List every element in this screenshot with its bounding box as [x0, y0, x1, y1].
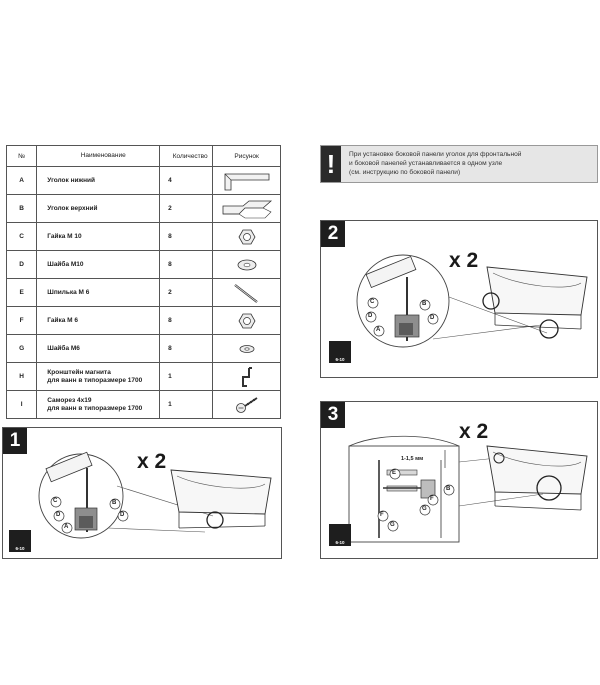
callout-b: B: [422, 301, 427, 307]
part-name-detail: для ванн в типоразмере 1700: [47, 376, 143, 384]
table-row: I Саморез 4х19 для ванн в типоразмере 17…: [5, 390, 281, 419]
step-1-number: 1: [3, 428, 27, 454]
bottom-corner-bracket-icon: [224, 173, 270, 190]
callout-f: F: [430, 496, 434, 502]
part-id: A: [5, 166, 38, 195]
part-name: Саморез 4х19: [47, 396, 92, 404]
table-row: D Шайба М10 8: [5, 250, 281, 279]
table-row: H Кронштейн магнита для ванн в типоразме…: [5, 362, 281, 391]
part-id: E: [5, 278, 38, 307]
header-picture: Рисунок: [212, 145, 281, 167]
table-row: E Шпилька М 6 2: [5, 278, 281, 307]
table-row: F Гайка М 6 8: [5, 306, 281, 335]
warning-box: ! При установке боковой панели уголок дл…: [320, 145, 598, 183]
step-3-number: 3: [321, 402, 345, 428]
callout-c: C: [53, 498, 58, 504]
part-name: Шпилька М 6: [36, 278, 161, 307]
wrench-icon: 6-10: [329, 341, 351, 363]
hex-nut-icon: [238, 313, 256, 328]
table-row: A Уголок нижний 4: [5, 166, 281, 195]
callout-d: D: [120, 512, 125, 518]
step-1-illustration: [38, 451, 272, 539]
part-name-detail: для ванн в типоразмере 1700: [47, 404, 143, 412]
threaded-rod-icon: [233, 283, 258, 303]
part-qty: 8: [159, 334, 214, 363]
wrench-size-label: 6-10: [335, 540, 345, 545]
step-2-illustration: [356, 254, 588, 348]
wrench-icon: 6-10: [9, 530, 31, 552]
header-number: №: [5, 145, 38, 167]
hex-nut-icon: [238, 229, 256, 244]
warning-icon: !: [321, 146, 341, 182]
washer-icon: [237, 259, 257, 270]
step-3-multiplier: x 2: [459, 420, 489, 443]
callout-d: D: [56, 512, 61, 518]
part-id: G: [5, 334, 38, 363]
callout-c: C: [370, 299, 375, 305]
step-3-panel: 3 x 2 1-1,5 мм 6-10 E B F G G F: [320, 401, 598, 559]
magnet-bracket-icon: [241, 366, 252, 387]
part-qty: 8: [159, 306, 214, 335]
callout-b: B: [112, 500, 117, 506]
callout-d: D: [368, 313, 373, 319]
part-qty: 8: [159, 222, 214, 251]
part-name: Уголок нижний: [36, 166, 161, 195]
callout-b: B: [446, 486, 451, 492]
part-id: H: [5, 362, 38, 391]
step-2-panel: 2 x 2 6-10 C D A B D: [320, 220, 598, 378]
part-name: Гайка М 10: [36, 222, 161, 251]
part-id: D: [5, 250, 38, 279]
step-3-illustration: [348, 435, 588, 543]
header-name: Наименование: [36, 145, 161, 167]
part-qty: 2: [159, 278, 214, 307]
warning-text: При установке боковой панели уголок для …: [349, 151, 522, 176]
table-row: G Шайба М6 8: [5, 334, 281, 363]
callout-d: D: [430, 315, 435, 321]
wrench-icon: 6-10: [329, 524, 351, 546]
wrench-size-label: 6-10: [15, 546, 25, 551]
self-tapping-screw-icon: [235, 396, 258, 413]
wrench-size-label: 6-10: [335, 357, 345, 362]
part-name: Уголок верхний: [36, 194, 161, 223]
part-qty: 1: [159, 362, 214, 391]
gap-dimension-label: 1-1,5 мм: [401, 456, 424, 462]
table-row: C Гайка М 10 8: [5, 222, 281, 251]
parts-table: № Наименование Количество Рисунок A Угол…: [5, 145, 281, 419]
part-qty: 4: [159, 166, 214, 195]
step-1-panel: 1 x 2 6-10 C D A B D: [2, 427, 282, 559]
part-name: Шайба М10: [36, 250, 161, 279]
part-id: I: [5, 390, 38, 419]
table-header-row: № Наименование Количество Рисунок: [5, 145, 281, 167]
part-name: Кронштейн магнита: [47, 368, 111, 376]
part-qty: 8: [159, 250, 214, 279]
top-corner-bracket-icon: [222, 200, 272, 218]
header-quantity: Количество: [159, 145, 214, 167]
step-1-multiplier: x 2: [137, 450, 167, 473]
part-id: B: [5, 194, 38, 223]
table-row: B Уголок верхний 2: [5, 194, 281, 223]
part-qty: 2: [159, 194, 214, 223]
callout-g: G: [390, 522, 395, 528]
callout-f: F: [380, 512, 384, 518]
part-qty: 1: [159, 390, 214, 419]
callout-a: A: [64, 524, 69, 530]
part-id: C: [5, 222, 38, 251]
part-name: Гайка М 6: [36, 306, 161, 335]
step-2-number: 2: [321, 221, 345, 247]
callout-g: G: [422, 506, 427, 512]
step-2-multiplier: x 2: [449, 249, 479, 272]
callout-a: A: [376, 327, 381, 333]
small-washer-icon: [239, 344, 255, 353]
part-name: Шайба М6: [36, 334, 161, 363]
part-id: F: [5, 306, 38, 335]
callout-e: E: [392, 470, 397, 476]
